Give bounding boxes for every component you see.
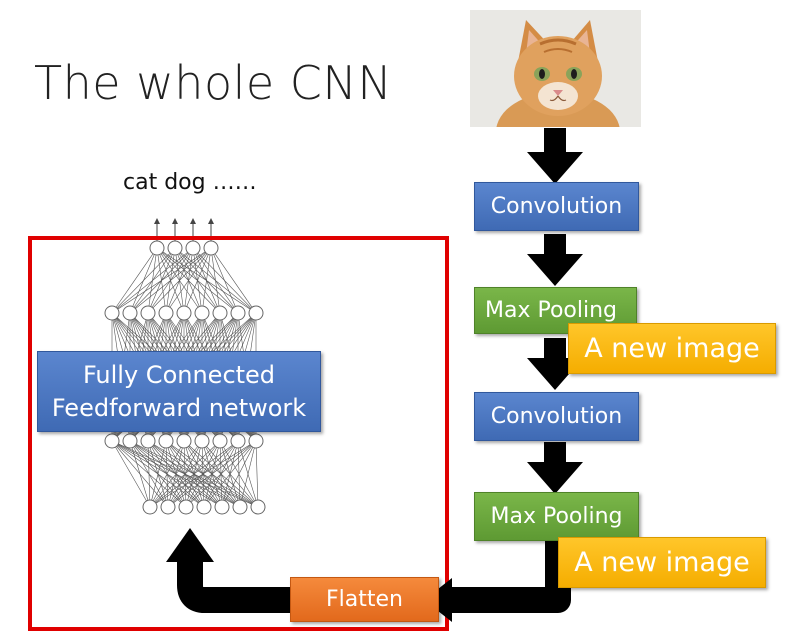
- neuron-icon: [142, 499, 158, 515]
- convolution-box-2: Convolution: [474, 392, 639, 441]
- convolution-box-1: Convolution: [474, 182, 639, 231]
- neuron-icon: [194, 305, 210, 321]
- neuron-icon: [140, 433, 156, 449]
- down-arrow-icon: [527, 338, 583, 390]
- neuron-icon: [212, 305, 228, 321]
- neuron-icon: [176, 433, 192, 449]
- neuron-icon: [230, 305, 246, 321]
- neuron-icon: [140, 305, 156, 321]
- neuron-icon: [212, 433, 228, 449]
- cat-image: [470, 10, 641, 127]
- neuron-icon: [250, 499, 266, 515]
- neuron-icon: [122, 433, 138, 449]
- neuron-icon: [158, 305, 174, 321]
- page-title: The whole CNN: [34, 56, 393, 110]
- output-labels: cat dog ……: [123, 170, 257, 195]
- new-image-badge-1: A new image: [568, 323, 776, 374]
- fc-label-line2: Feedforward network: [51, 393, 307, 422]
- neuron-icon: [104, 433, 120, 449]
- max-pooling-box-2: Max Pooling: [474, 492, 639, 541]
- new-image-badge-2: A new image: [558, 537, 766, 588]
- neuron-icon: [158, 433, 174, 449]
- neuron-icon: [248, 433, 264, 449]
- neuron-icon: [185, 240, 201, 256]
- neuron-icon: [203, 240, 219, 256]
- fc-label-line1: Fully Connected: [82, 360, 276, 389]
- neuron-icon: [160, 499, 176, 515]
- neuron-icon: [178, 499, 194, 515]
- fully-connected-network-box: Fully Connected Feedforward network: [37, 351, 321, 432]
- neuron-icon: [196, 499, 212, 515]
- neuron-icon: [176, 305, 192, 321]
- neuron-icon: [122, 305, 138, 321]
- down-arrow-icon: [527, 128, 583, 184]
- neuron-icon: [167, 240, 183, 256]
- network-highlight-frame: [28, 236, 449, 631]
- down-arrow-icon: [527, 234, 583, 286]
- neuron-icon: [104, 305, 120, 321]
- down-arrow-icon: [527, 442, 583, 494]
- neuron-icon: [230, 433, 246, 449]
- flatten-box: Flatten: [290, 577, 439, 622]
- neuron-icon: [149, 240, 165, 256]
- neuron-icon: [194, 433, 210, 449]
- neuron-icon: [232, 499, 248, 515]
- neuron-icon: [248, 305, 264, 321]
- neuron-icon: [214, 499, 230, 515]
